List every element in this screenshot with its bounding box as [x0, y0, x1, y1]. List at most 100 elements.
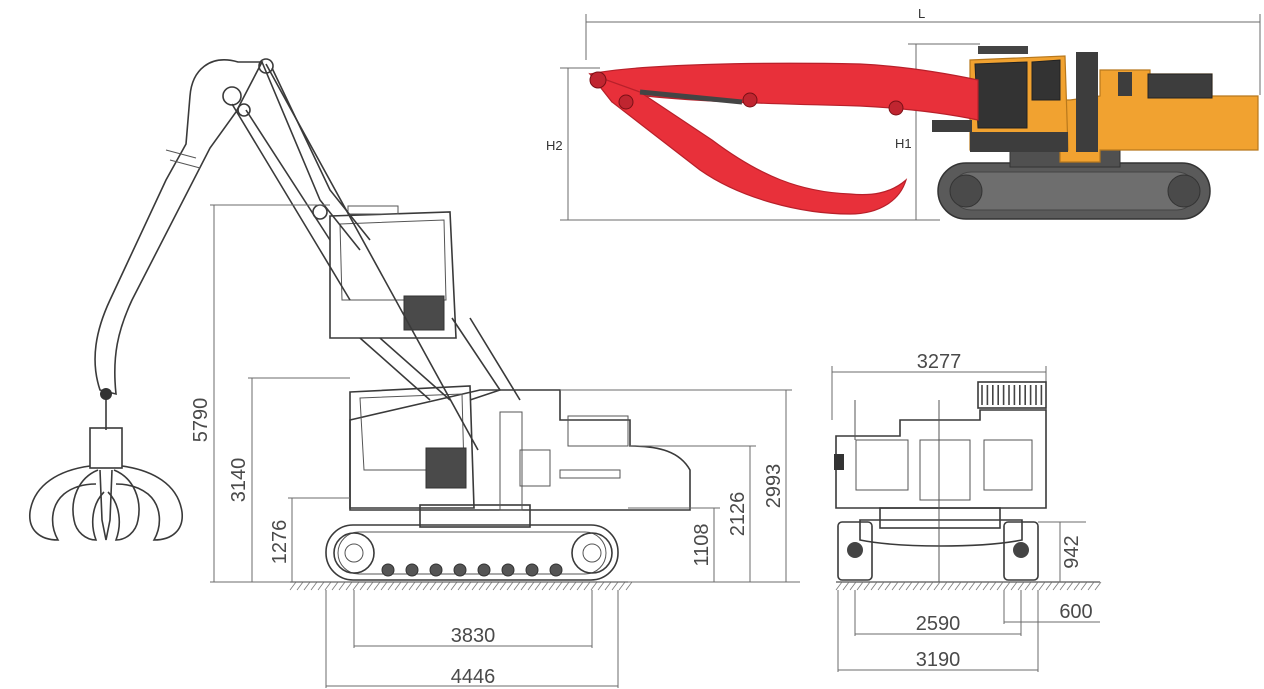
track-roller: [549, 563, 563, 577]
ground-hatch: [359, 581, 367, 591]
dim-3277: 3277: [917, 351, 962, 373]
ground-hatch: [450, 581, 458, 591]
ground-hatch: [1080, 581, 1088, 591]
ground-hatch: [520, 581, 528, 591]
ground-hatch: [1045, 581, 1053, 591]
dim-600: 600: [1059, 601, 1092, 623]
ground-hatch: [317, 581, 325, 591]
ground-hatch: [1066, 581, 1074, 591]
ground-hatch: [513, 581, 521, 591]
ground-hatch: [1087, 581, 1095, 591]
ground-hatch: [289, 581, 297, 591]
ground-hatch: [912, 581, 920, 591]
ground-hatch: [968, 581, 976, 591]
ground-hatch: [898, 581, 906, 591]
ground-hatch: [863, 581, 871, 591]
dim-1108: 1108: [691, 523, 713, 566]
ground-hatch: [1052, 581, 1060, 591]
ground-hatch: [324, 581, 332, 591]
dim-3140: 3140: [228, 458, 250, 503]
side-track: [325, 524, 619, 581]
ground-hatch: [884, 581, 892, 591]
ground-hatch: [576, 581, 584, 591]
dim-2993: 2993: [763, 464, 785, 509]
ground-hatch: [954, 581, 962, 591]
ground-hatch: [338, 581, 346, 591]
transport-arm: [588, 72, 908, 215]
ground-hatch: [436, 581, 444, 591]
rear-elevation: 3277 942 2590 600 3190: [831, 351, 1102, 672]
side-body: [349, 389, 691, 511]
ground-hatch: [373, 581, 381, 591]
ground-hatch: [604, 581, 612, 591]
ground-hatch: [1038, 581, 1046, 591]
ground-hatch: [891, 581, 899, 591]
ground-hatch: [856, 581, 864, 591]
ground-hatch: [296, 581, 304, 591]
ground-hatch: [366, 581, 374, 591]
ground-hatch: [401, 581, 409, 591]
dim-3190: 3190: [916, 649, 961, 671]
ground-hatch: [471, 581, 479, 591]
track-roller: [429, 563, 443, 577]
ground-hatch: [583, 581, 591, 591]
grapple: [29, 388, 183, 541]
ground-hatch: [835, 581, 843, 591]
ground-hatch: [1031, 581, 1039, 591]
ground-hatch: [548, 581, 556, 591]
ground-hatch: [541, 581, 549, 591]
dim-2126: 2126: [727, 492, 749, 537]
ground-hatch: [422, 581, 430, 591]
ground-hatch: [877, 581, 885, 591]
ground-hatch: [849, 581, 857, 591]
ground-hatch: [842, 581, 850, 591]
ground-hatch: [1073, 581, 1081, 591]
ground-hatch: [1003, 581, 1011, 591]
ground-hatch: [387, 581, 395, 591]
label-h1: H1: [895, 136, 912, 151]
ground-hatch: [457, 581, 465, 591]
ground-hatch: [415, 581, 423, 591]
ground-hatch: [569, 581, 577, 591]
track-roller: [501, 563, 515, 577]
ground-hatch: [1059, 581, 1067, 591]
track-roller: [453, 563, 467, 577]
dim-2590: 2590: [916, 613, 961, 635]
dim-3830: 3830: [451, 625, 496, 647]
ground-hatch: [975, 581, 983, 591]
transport-view: L H2 H1: [546, 6, 1261, 221]
label-h2: H2: [546, 138, 563, 153]
ground-hatch: [940, 581, 948, 591]
ground-hatch: [555, 581, 563, 591]
ground-hatch: [989, 581, 997, 591]
ground-hatch: [611, 581, 619, 591]
ground-hatch: [590, 581, 598, 591]
track-roller: [381, 563, 395, 577]
ground-hatch: [534, 581, 542, 591]
ground-hatch: [506, 581, 514, 591]
track-roller: [477, 563, 491, 577]
ground-hatch: [303, 581, 311, 591]
rear-body: [835, 409, 1047, 509]
ground-hatch: [499, 581, 507, 591]
ground-hatch: [345, 581, 353, 591]
ground-hatch: [1024, 581, 1032, 591]
ground-hatch: [1017, 581, 1025, 591]
dim-942: 942: [1061, 535, 1083, 568]
ground-hatch: [996, 581, 1004, 591]
ground-hatch: [597, 581, 605, 591]
track-roller: [525, 563, 539, 577]
ground-hatch: [625, 581, 633, 591]
ground-hatch: [926, 581, 934, 591]
dim-4446: 4446: [451, 666, 496, 688]
dim-5790: 5790: [190, 398, 212, 443]
ground-hatch: [443, 581, 451, 591]
ground-hatch: [352, 581, 360, 591]
ground-hatch: [933, 581, 941, 591]
side-raised-cab: [329, 211, 457, 339]
ground-hatch: [331, 581, 339, 591]
ground-hatch: [429, 581, 437, 591]
track-roller: [405, 563, 419, 577]
ground-hatch: [1094, 581, 1102, 591]
